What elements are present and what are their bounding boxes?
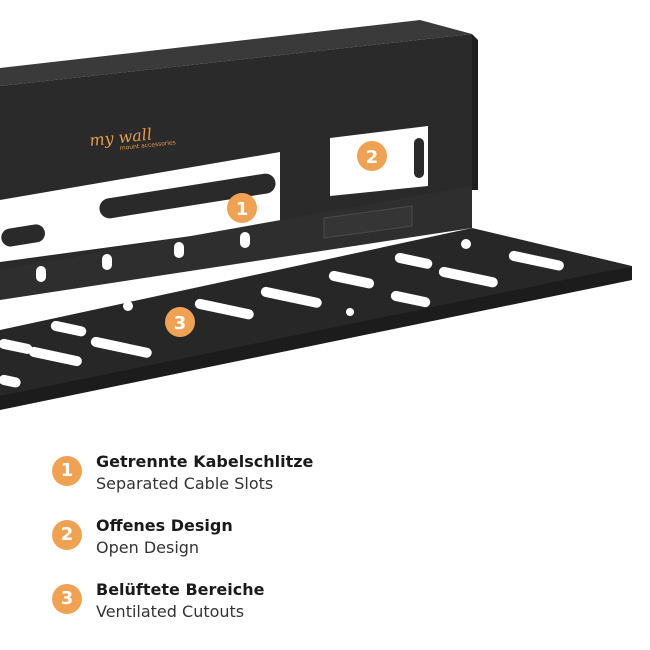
tray-shelf bbox=[0, 228, 632, 404]
feature-subtitle: Separated Cable Slots bbox=[96, 474, 274, 493]
feature-item: 1 Getrennte Kabelschlitze Separated Cabl… bbox=[52, 452, 612, 516]
callout-3: 3 bbox=[165, 307, 195, 337]
callout-1: 1 bbox=[227, 193, 257, 223]
feature-subtitle: Ventilated Cutouts bbox=[96, 602, 245, 621]
feature-title: Getrennte Kabelschlitze bbox=[96, 452, 314, 471]
tray-right-side bbox=[472, 34, 478, 190]
label-plate bbox=[323, 205, 413, 239]
svg-text:3: 3 bbox=[174, 313, 187, 334]
feature-subtitle: Open Design bbox=[96, 538, 200, 557]
feature-item: 3 Belüftete Bereiche Ventilated Cutouts bbox=[52, 580, 612, 644]
svg-text:2: 2 bbox=[366, 147, 379, 168]
feature-number-badge: 2 bbox=[52, 520, 82, 550]
feature-number-badge: 3 bbox=[52, 584, 82, 614]
ventilation-cutouts bbox=[0, 239, 564, 388]
shelf-edge bbox=[0, 266, 632, 410]
callout-2: 2 bbox=[357, 141, 387, 171]
cable-notches bbox=[36, 232, 250, 282]
feature-item: 2 Offenes Design Open Design bbox=[52, 516, 612, 580]
tray-top-face bbox=[0, 20, 472, 86]
cable-slot-divider bbox=[99, 173, 276, 219]
feature-title: Belüftete Bereiche bbox=[96, 580, 265, 599]
feature-number-badge: 1 bbox=[52, 456, 82, 486]
cable-tray-product-image: my wall mount accessories 1 2 3 bbox=[0, 20, 632, 410]
feature-list: 1 Getrennte Kabelschlitze Separated Cabl… bbox=[52, 452, 612, 644]
feature-title: Offenes Design bbox=[96, 516, 233, 535]
window-slot bbox=[414, 138, 424, 178]
svg-text:1: 1 bbox=[236, 199, 249, 220]
cable-slot-divider bbox=[1, 224, 45, 247]
